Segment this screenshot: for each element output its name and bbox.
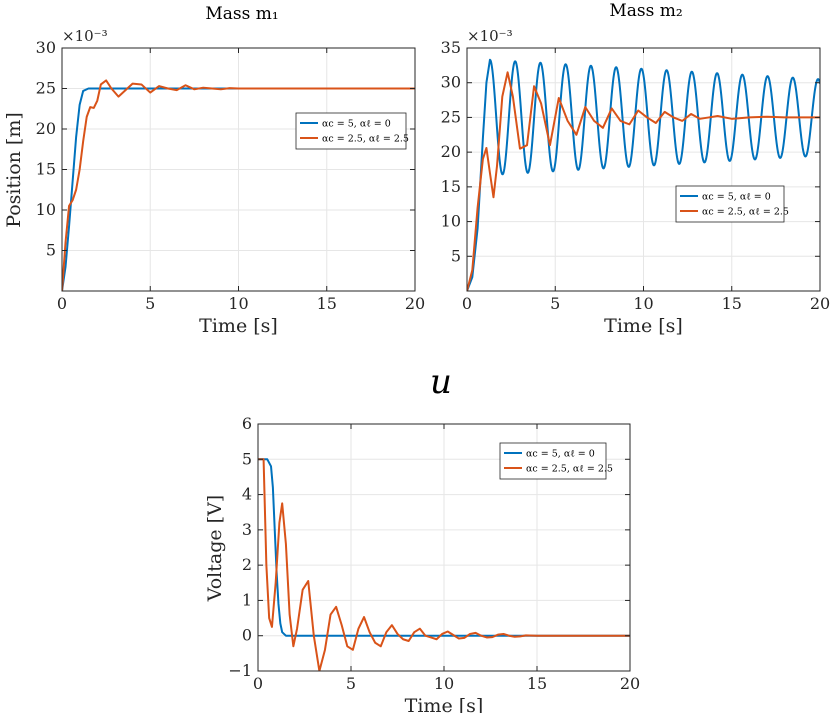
x-tick-label: 5 bbox=[346, 674, 356, 693]
chart-title-2: Mass m₂ bbox=[609, 1, 682, 21]
x-tick-label: 10 bbox=[434, 674, 454, 693]
x-tick-label: 10 bbox=[633, 294, 653, 313]
y-tick-label: 25 bbox=[36, 79, 56, 98]
chart-title-1: Mass m₁ bbox=[205, 4, 278, 24]
y-tick-label: 30 bbox=[36, 38, 56, 57]
x-tick-label: 5 bbox=[145, 294, 155, 313]
x-axis-label: Time [s] bbox=[604, 315, 683, 337]
y-tick-label: 5 bbox=[46, 241, 56, 260]
y-tick-label: 10 bbox=[36, 200, 56, 219]
y-tick-label: 15 bbox=[441, 177, 461, 196]
series-line-3-2 bbox=[258, 458, 630, 671]
series-line-2-1 bbox=[467, 58, 820, 291]
x-tick-label: 20 bbox=[810, 294, 830, 313]
legend-box bbox=[499, 442, 607, 480]
y-tick-label: 0 bbox=[242, 626, 252, 645]
y-tick-label: 20 bbox=[441, 142, 461, 161]
x-tick-label: 20 bbox=[405, 294, 425, 313]
origin-tick-label: 0 bbox=[253, 674, 263, 693]
y-tick-label: 20 bbox=[36, 119, 56, 138]
y-tick-label: 10 bbox=[441, 212, 461, 231]
legend-entry: αc = 2.5, αℓ = 2.5 bbox=[702, 207, 789, 218]
exponent-label: ×10⁻³ bbox=[62, 27, 108, 45]
exponent-label: ×10⁻³ bbox=[467, 27, 513, 45]
y-axis-label: Position [m] bbox=[3, 112, 25, 228]
y-tick-label: −1 bbox=[228, 661, 252, 680]
y-tick-label: 25 bbox=[441, 107, 461, 126]
origin-tick-label: 0 bbox=[57, 294, 67, 313]
x-axis-label: Time [s] bbox=[199, 315, 278, 337]
y-tick-label: 2 bbox=[242, 555, 252, 574]
x-tick-label: 20 bbox=[620, 674, 640, 693]
y-tick-label: 4 bbox=[242, 485, 252, 504]
legend-entry: αc = 2.5, αℓ = 2.5 bbox=[322, 134, 409, 145]
y-tick-label: 15 bbox=[36, 160, 56, 179]
x-axis-label: Time [s] bbox=[405, 695, 484, 713]
series-line-2-2 bbox=[467, 71, 820, 291]
legend-entry: αc = 2.5, αℓ = 2.5 bbox=[526, 464, 613, 475]
legend-box bbox=[295, 112, 407, 150]
x-tick-label: 15 bbox=[317, 294, 337, 313]
y-tick-label: 5 bbox=[242, 449, 252, 468]
y-tick-label: 3 bbox=[242, 520, 252, 539]
y-tick-label: 6 bbox=[242, 414, 252, 433]
y-tick-label: 5 bbox=[451, 246, 461, 265]
x-tick-label: 15 bbox=[527, 674, 547, 693]
y-tick-label: 1 bbox=[242, 590, 252, 609]
origin-tick-label: 0 bbox=[462, 294, 472, 313]
legend-entry: αc = 5, αℓ = 0 bbox=[526, 449, 595, 460]
chart-title-3: u bbox=[430, 362, 452, 402]
legend-entry: αc = 5, αℓ = 0 bbox=[702, 192, 771, 203]
x-tick-label: 10 bbox=[228, 294, 248, 313]
legend-entry: αc = 5, αℓ = 0 bbox=[322, 119, 391, 130]
series-line-1-2 bbox=[62, 79, 415, 291]
y-axis-label: Voltage [V] bbox=[204, 495, 226, 602]
x-tick-label: 15 bbox=[722, 294, 742, 313]
y-tick-label: 35 bbox=[441, 38, 461, 57]
x-tick-label: 5 bbox=[550, 294, 560, 313]
y-tick-label: 30 bbox=[441, 73, 461, 92]
legend-box bbox=[675, 185, 785, 223]
